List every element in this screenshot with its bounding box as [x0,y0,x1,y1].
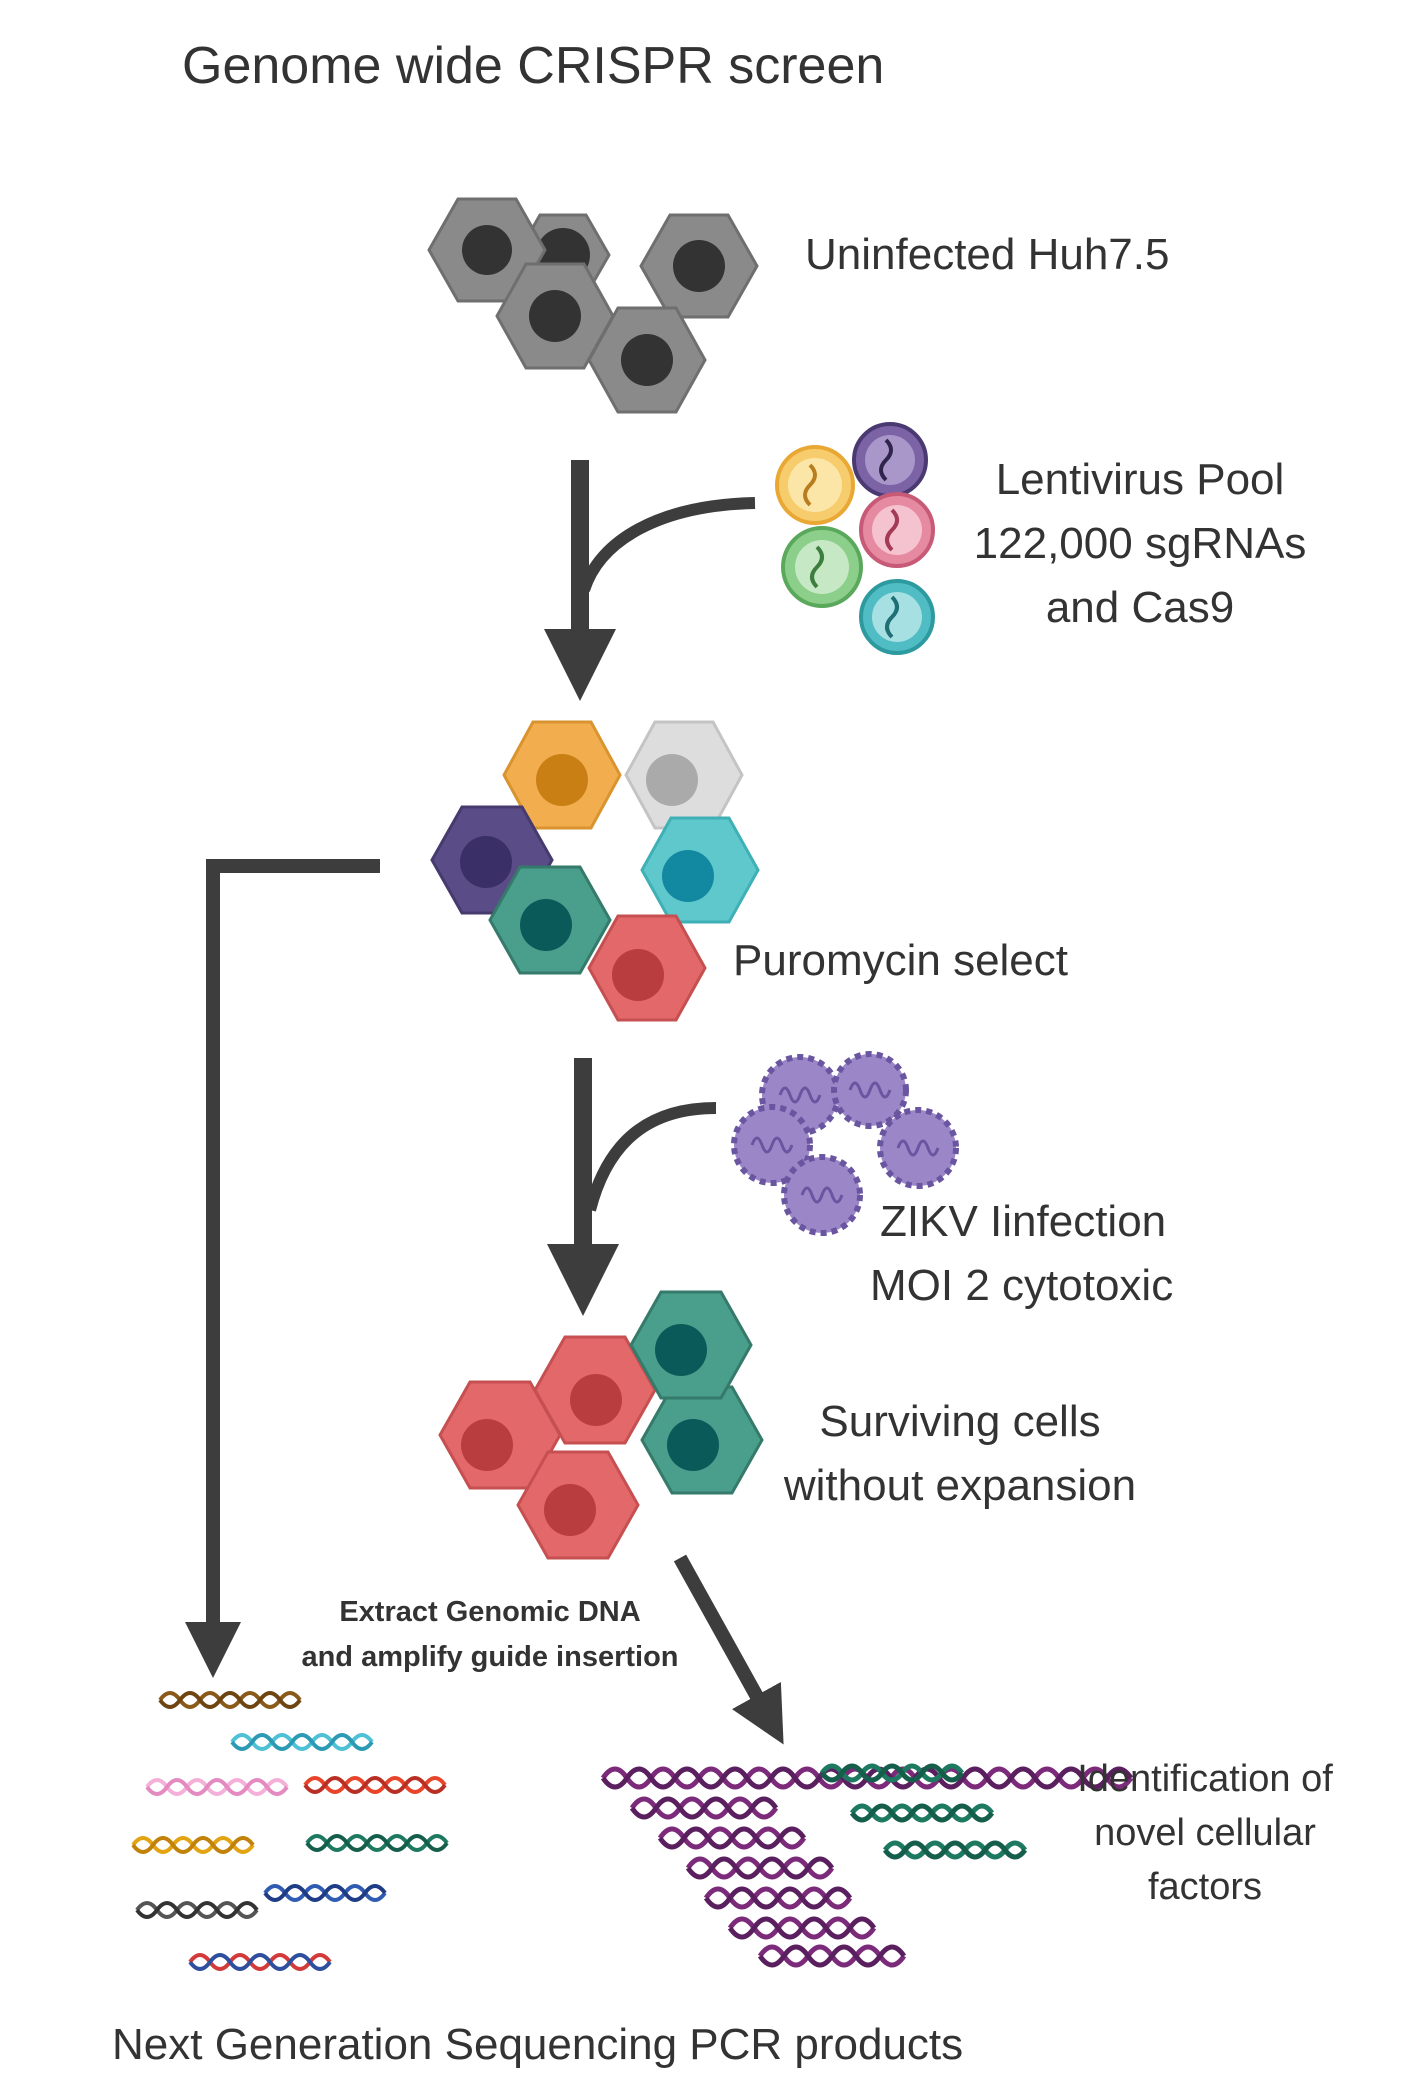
dna-strand [657,1826,807,1850]
zikv-icon [731,1051,959,1236]
teal-cell [640,1385,764,1495]
dna-strand [882,1840,1028,1860]
lentivirus-cyan [859,579,935,655]
lentivirus-pink [859,492,935,568]
dna-strand [188,1953,332,1971]
light-gray-cell [624,720,744,830]
red-cell [533,1335,657,1445]
lentivirus-purple [852,422,928,498]
dna-strand [629,1796,779,1820]
dna-strand [145,1778,289,1796]
infection-arrow [547,1058,717,1316]
diagram-title: Genome wide CRISPR screen [182,37,885,95]
extract-line-2: and amplify guide insertion [301,1641,679,1673]
zikv-virion [781,1154,863,1236]
dna-strand [230,1733,374,1751]
red-cell [587,914,707,1022]
dna-strand [131,1836,255,1854]
dna-strand [158,1691,302,1709]
dna-strand [727,1916,877,1940]
gray-cell [639,213,759,319]
zikv-virion [831,1051,909,1129]
lentivirus-green [781,526,863,608]
orange-cell [502,720,622,830]
dna-strand [263,1884,387,1902]
transduction-arrow [544,460,756,701]
uninfected-label: Uninfected Huh7.5 [805,230,1170,279]
surviving-line-1: Surviving cells [819,1397,1101,1446]
gray-cell [587,306,707,414]
ngs-label: Next Generation Sequencing PCR products [112,2020,964,2069]
red-cell [438,1380,562,1490]
extract-label: Extract Genomic DNA and amplify guide in… [260,1590,720,1680]
identification-label: Identification of novel cellular factors [1050,1752,1360,1914]
enrichment-arrow [673,1554,784,1745]
dna-strand [303,1776,447,1794]
identification-line-1: Identification of [1077,1758,1333,1800]
lentivirus-icon [775,422,935,655]
direct-sequencing-arrow [185,859,380,1678]
lentivirus-yellow [775,445,855,525]
extract-line-1: Extract Genomic DNA [339,1596,641,1628]
surviving-line-2: without expansion [783,1461,1137,1510]
puromycin-label: Puromycin select [733,936,1069,985]
dna-strand [305,1834,449,1852]
surviving-cell-cluster [438,1290,764,1560]
identification-line-2: novel cellular [1094,1812,1316,1854]
lentivirus-line-1: Lentivirus Pool [995,455,1285,504]
dna-strand [849,1803,995,1823]
teal-cell [488,865,612,975]
identification-line-3: factors [1147,1866,1263,1908]
cyan-cell [640,816,760,924]
teal-cell [629,1290,753,1400]
red-cell [516,1450,640,1560]
pcr-product-library [131,1691,449,1971]
gray-cell [495,262,615,370]
zikv-line-1: ZIKV Iinfection [880,1197,1167,1246]
surviving-label: Surviving cells without expansion [750,1390,1170,1518]
zikv-line-2: MOI 2 cytotoxic [870,1261,1174,1310]
lentivirus-line-3: and Cas9 [1045,583,1235,632]
zikv-virion [877,1107,959,1189]
zikv-virion [731,1104,813,1186]
dna-strand [685,1856,835,1880]
lentivirus-label: Lentivirus Pool 122,000 sgRNAs and Cas9 [950,448,1330,640]
lentivirus-line-2: 122,000 sgRNAs [973,519,1307,568]
dna-strand [819,1763,965,1783]
pcr-product-enriched [600,1763,1134,1968]
dna-strand [757,1944,907,1968]
dna-strand [703,1886,853,1910]
transduced-cell-cluster [430,720,760,1022]
zikv-label: ZIKV Iinfection MOI 2 cytotoxic [870,1190,1173,1318]
dna-strand [135,1901,259,1919]
uninfected-cell-cluster [427,197,759,414]
